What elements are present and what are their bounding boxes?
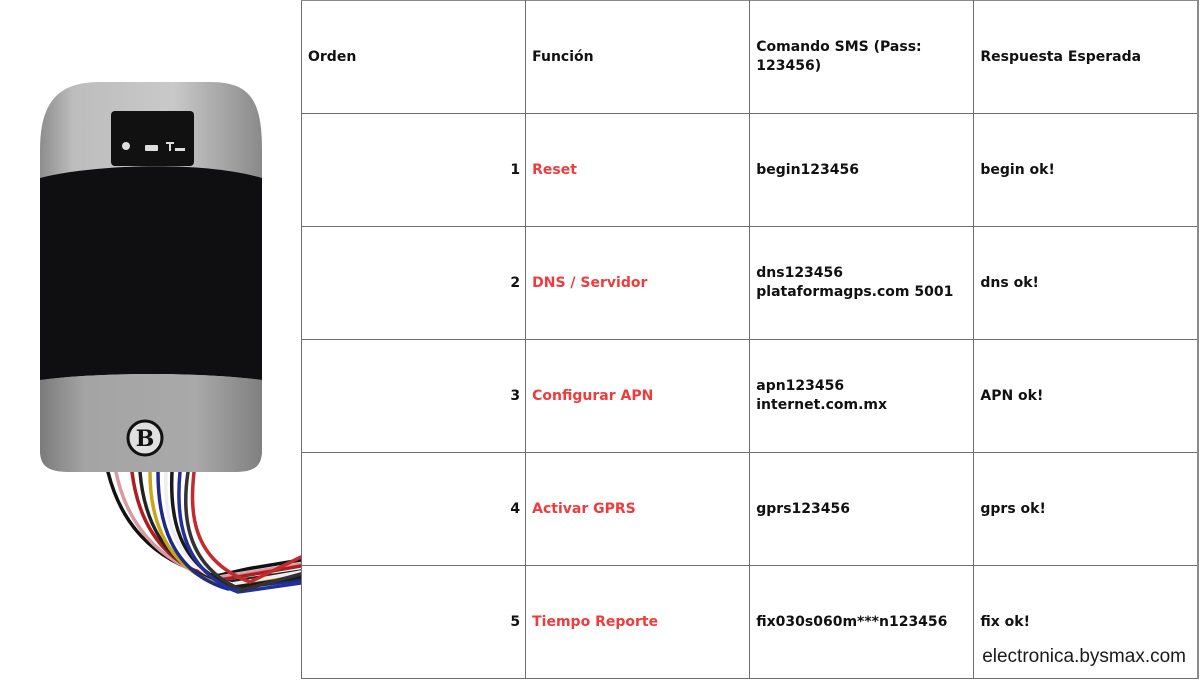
svg-text:B: B — [136, 426, 155, 452]
row-command: dns123456 plataformagps.com 5001 — [749, 226, 975, 340]
table-row: 4 Activar GPRS gprs123456 gprs ok! — [300, 452, 1200, 566]
row-response: dns ok! — [973, 226, 1200, 340]
row-command: gprs123456 — [749, 452, 975, 566]
row-response: begin ok! — [973, 113, 1200, 227]
row-function: Reset — [525, 113, 751, 227]
row-command: begin123456 — [749, 113, 975, 227]
table-header-row: Orden Función Comando SMS (Pass: 123456)… — [300, 0, 1200, 114]
table-row: 3 Configurar APN apn123456 internet.com.… — [300, 339, 1200, 453]
row-command: fix030s060m***n123456 — [749, 565, 975, 679]
row-order: 3 — [300, 339, 527, 453]
row-order: 4 — [300, 452, 527, 566]
header-response: Respuesta Esperada — [973, 0, 1200, 114]
table-row: 1 Reset begin123456 begin ok! — [300, 113, 1200, 227]
row-function: DNS / Servidor — [525, 226, 751, 340]
row-function: Configurar APN — [525, 339, 751, 453]
gps-tracker-illustration: B — [40, 82, 303, 594]
row-function: Tiempo Reporte — [525, 565, 751, 679]
table-row: 2 DNS / Servidor dns123456 plataformagps… — [300, 226, 1200, 340]
header-function: Función — [525, 0, 751, 114]
row-command: apn123456 internet.com.mx — [749, 339, 975, 453]
watermark: electronica.bysmax.com — [980, 646, 1186, 668]
header-command: Comando SMS (Pass: 123456) — [749, 0, 975, 114]
row-order: 5 — [300, 565, 527, 679]
row-response: APN ok! — [973, 339, 1200, 453]
row-function: Activar GPRS — [525, 452, 751, 566]
header-order: Orden — [300, 0, 527, 114]
status-indicators — [122, 142, 185, 151]
row-order: 2 — [300, 226, 527, 340]
row-order: 1 — [300, 113, 527, 227]
sms-command-table: Orden Función Comando SMS (Pass: 123456)… — [300, 0, 1200, 679]
gps-tracker-image: B — [0, 0, 303, 676]
row-response: gprs ok! — [973, 452, 1200, 566]
